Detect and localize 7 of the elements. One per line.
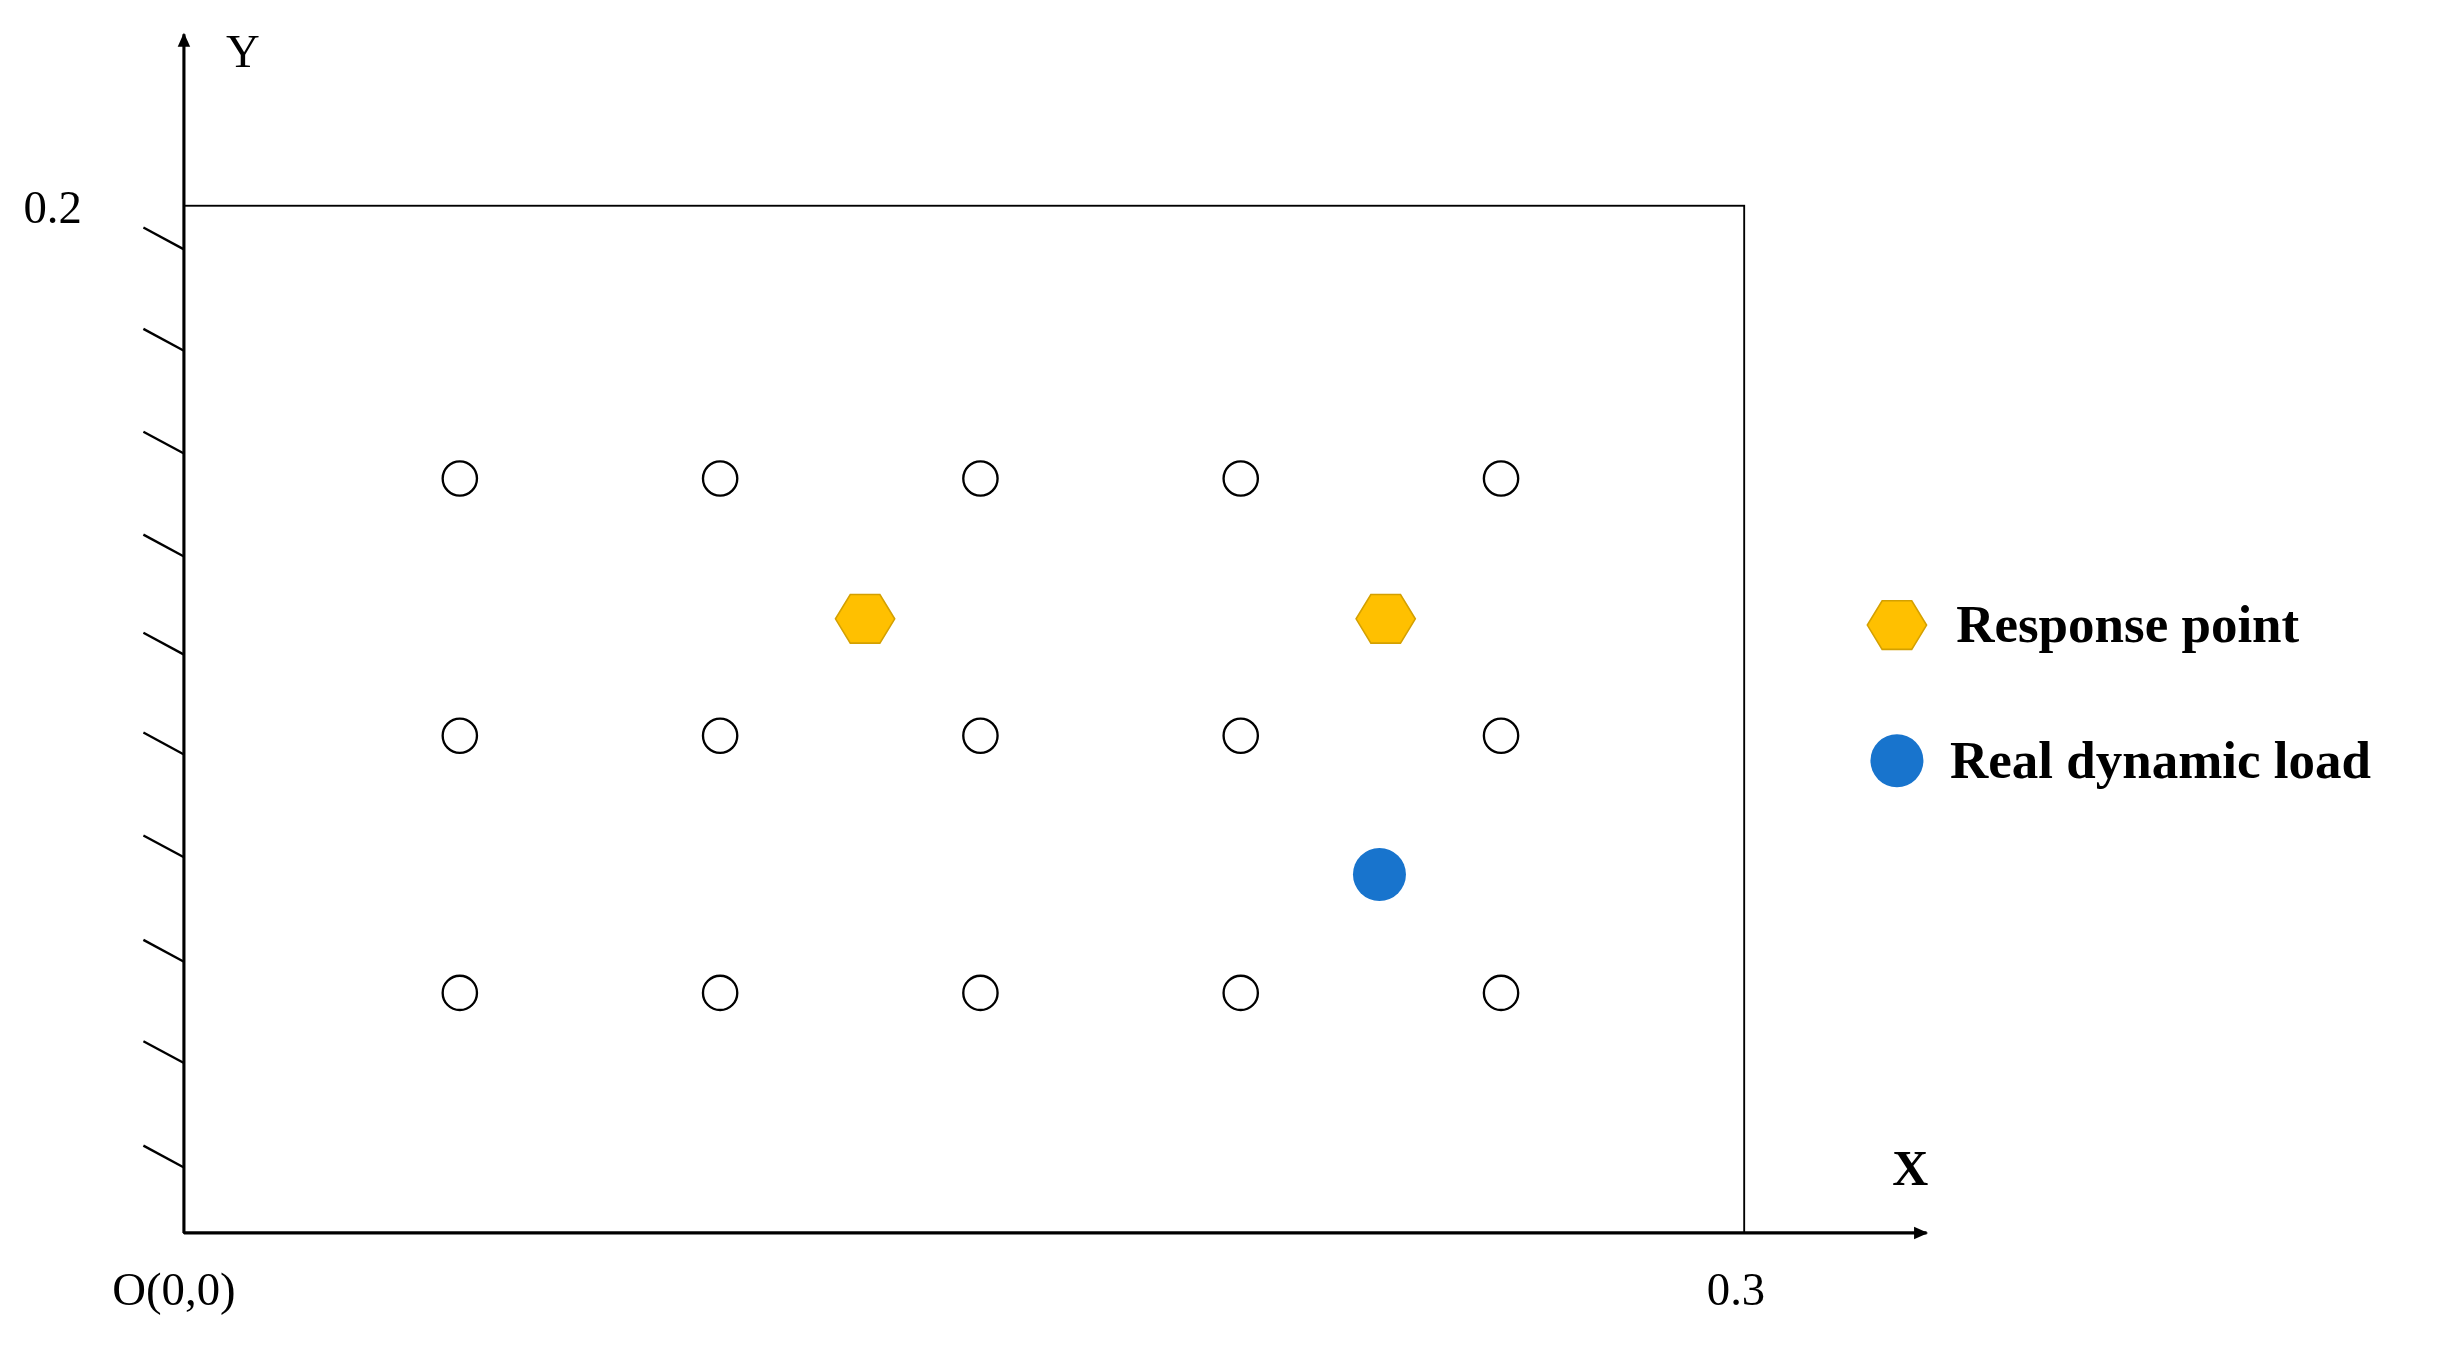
axis-label: Y [226,28,260,75]
legend-label: Response point [1956,598,2300,652]
origin-label: O(0,0) [112,1265,236,1313]
tick-label: 0.2 [23,183,82,231]
legend-label: Real dynamic load [1949,734,2371,788]
tick-label: 0.3 [1706,1265,1766,1313]
axis-label: X [1892,1142,1929,1193]
